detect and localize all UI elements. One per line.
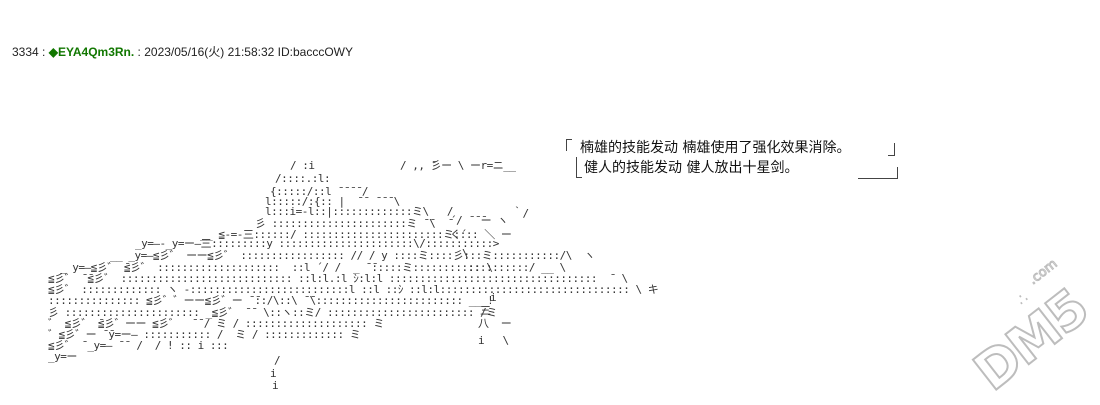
- ascii-art-line: ´/ ̄ ̄ ̄ー ヽ: [450, 214, 508, 227]
- ascii-art-line: / ,, ̄彡ー \ ーr=ニ__: [400, 159, 516, 172]
- bracket-left-bottom: [576, 157, 577, 177]
- bracket-right-bottom: [897, 167, 898, 179]
- ascii-art-line: __ _y=―≦彡゛ ーー≦彡゛ ::::::::::::::::: // / …: [110, 249, 595, 262]
- bracket-left-bottom-bar: [576, 177, 582, 178]
- dialog-box: 楠雄的技能发动 楠雄使用了强化效果消除。 健人的技能发动 健人放出十星剑。: [566, 137, 898, 181]
- ascii-art-line: {:::::/::l ̄ ̄ ̄ ̄ /: [270, 185, 368, 198]
- post-header: 3334 : ◆EYA4Qm3Rn. : 2023/05/16(火) 21:58…: [12, 43, 353, 60]
- bracket-right-top: [894, 143, 895, 155]
- ascii-art-line: 彡 ::::::::::::::::::::::ミ ̄ ̄\ ̄: [255, 217, 448, 230]
- ascii-art-line: ゛ ≦彡゛ ̄≦彡゛ーー ≦彡゛ ̄ ̄ / ミ / :::::::::::::…: [48, 317, 397, 330]
- watermark-text: DM5: [963, 277, 1100, 403]
- dialog-line-1: 楠雄的技能发动 楠雄使用了强化效果消除。: [580, 140, 851, 156]
- ascii-art-line: 彡 :::::::::::::::::::::: _≦彡゛ ̄ ̄ \::ヽ::…: [48, 306, 497, 319]
- ascii-art-line: ≦彡゛ ̄ _y=― ̄ ̄ / / ! :: i :::: [48, 339, 229, 352]
- ascii-art-line: ::::::::::::::: ≦彡゛゛ーー≦彡゛ー ̄ ̄::/\::\ ̄ …: [48, 294, 506, 307]
- ascii-art-line: l:::::/:{:: | ̄ ̄ ̄ ̄ ̄ \: [265, 195, 400, 208]
- ascii-art-line: / :i: [290, 159, 315, 172]
- bracket-right-top-bar: [888, 155, 895, 156]
- ascii-art-line: i \: [478, 334, 509, 347]
- ascii-art-line: i: [490, 291, 497, 304]
- ascii-art-line: 三: [480, 304, 497, 317]
- ascii-art-line: \: [462, 247, 469, 260]
- post-number: 3334 :: [12, 45, 46, 59]
- ascii-art-line: l:::i=-l::|:::::::::::::ミ\ /: [265, 205, 454, 218]
- ascii-art-line: __ ≦-=-三::::::/ :::::::::::::::::::::::ミ…: [200, 228, 512, 241]
- ascii-art-line: /::::.:l:: [275, 172, 331, 185]
- ascii-art-line: ゛≦彡゛ー ̄ ̄y=ー― ::::::::::: / ミ / ::::::::…: [48, 328, 367, 341]
- bracket-left-top: [566, 139, 567, 151]
- bracket-right-bottom-bar: [858, 178, 898, 179]
- bracket-left-top-bar: [566, 139, 572, 140]
- ascii-art-line: ｀/: [512, 207, 529, 220]
- ascii-art-line: _y=―-_y=ー―三:::::::::y ::::::::::::::::::…: [135, 237, 505, 250]
- ascii-art-line: _y=ー: [48, 350, 77, 363]
- watermark-logo: ∴ .com DM5: [939, 232, 1100, 405]
- ascii-art-line: /: [274, 354, 281, 367]
- ascii-art-line: ≦彡゛ ::::::::::::: ヽ -:::::::::::::::::::…: [48, 283, 659, 296]
- poster-name[interactable]: ◆EYA4Qm3Rn.: [48, 45, 135, 59]
- ascii-art-line: 八 ー: [478, 317, 512, 330]
- ascii-art-line: ≦彡゛ ̄ ̄≦彡゛ :::::::::::::::::::::::::::: …: [48, 272, 628, 285]
- post-meta: : 2023/05/16(火) 21:58:32 ID:bacccOWY: [137, 45, 353, 59]
- ascii-art-line: i: [272, 379, 279, 392]
- ascii-art-line: :: \: [468, 261, 493, 274]
- ascii-art-line: く´: [450, 228, 467, 241]
- ascii-art-line: _ y=―≦彡゛ ̄≦彡゛ :::::::::::::::::::: ::l ´…: [60, 261, 566, 274]
- ascii-art-line: i: [270, 367, 277, 380]
- dialog-line-2: 健人的技能发动 健人放出十星剑。: [584, 160, 799, 176]
